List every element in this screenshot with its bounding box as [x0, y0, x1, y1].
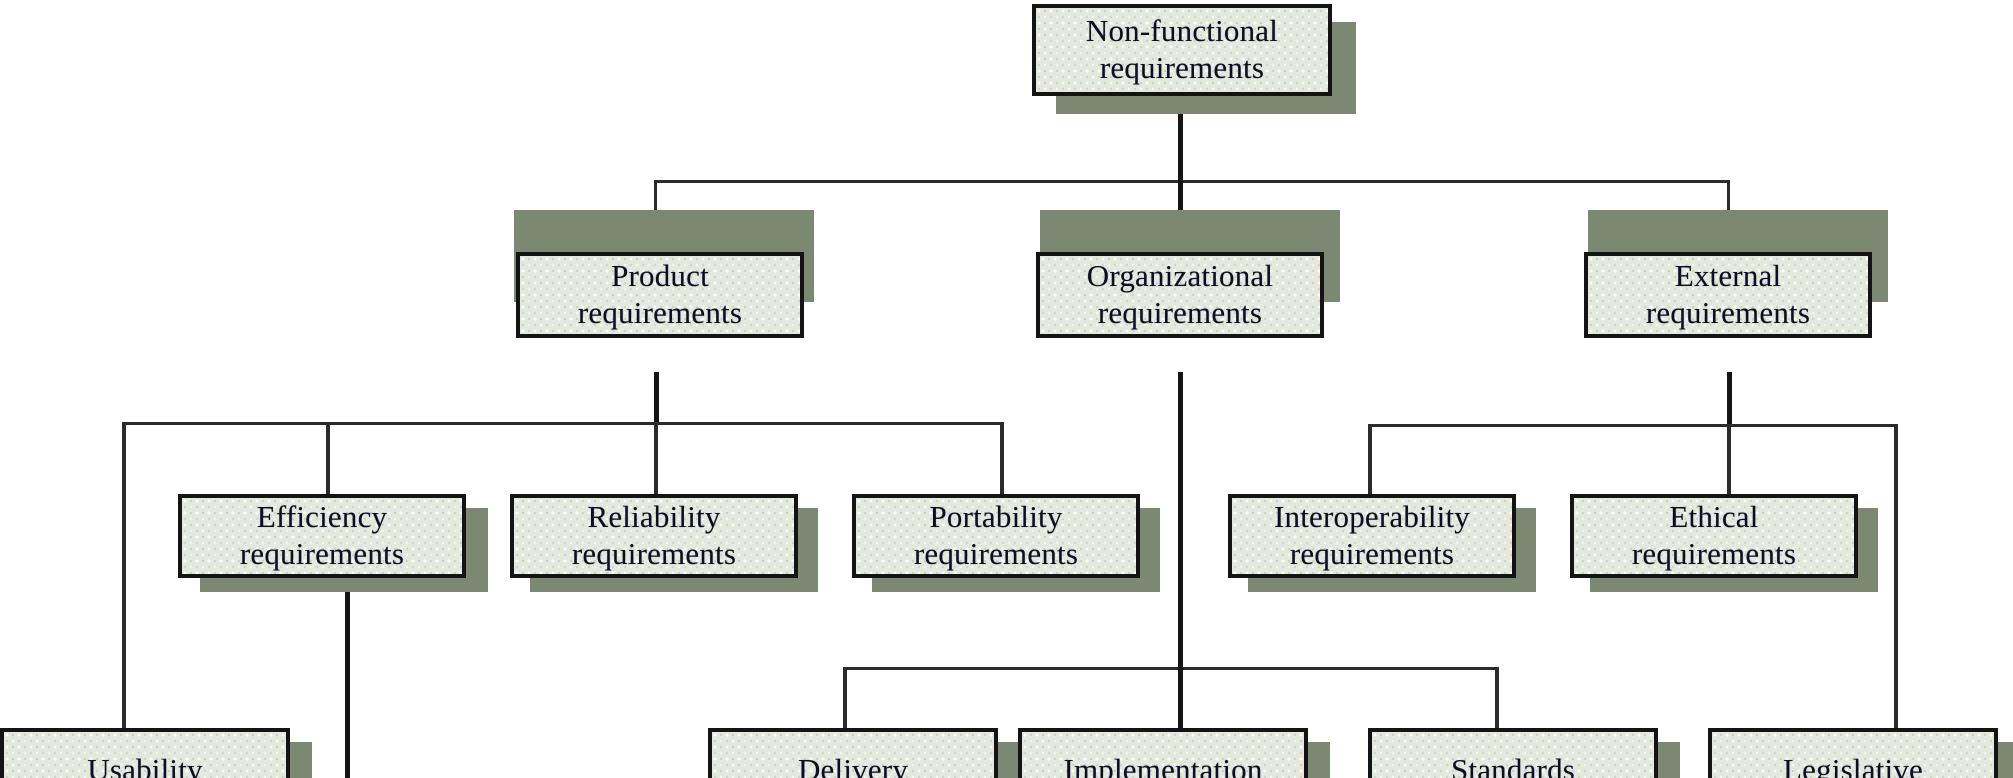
edge-product-to-usability — [122, 422, 126, 728]
node-label-line2: requirements — [1631, 536, 1797, 571]
edge-external-stem — [1727, 372, 1732, 427]
edge-organizational-stem — [1178, 372, 1183, 670]
node-label-line1: Reliability — [587, 499, 721, 535]
node-label-line1: Ethical — [1669, 499, 1759, 535]
edge-product-to-efficiency — [326, 422, 330, 496]
node-efficiency-requirements[interactable]: Efficiency requirements — [178, 494, 466, 578]
node-label-line2: requirements — [571, 536, 737, 571]
node-external-requirements[interactable]: External requirements — [1584, 252, 1872, 338]
node-label-line2: requirements — [1097, 295, 1263, 330]
node-product-requirements[interactable]: Product requirements — [516, 252, 804, 338]
node-ethical-requirements[interactable]: Ethical requirements — [1570, 494, 1858, 578]
node-label-line1: External — [1674, 258, 1782, 294]
edge-organizational-to-delivery — [843, 667, 847, 728]
node-organizational-requirements[interactable]: Organizational requirements — [1036, 252, 1324, 338]
edge-efficiency-stem — [345, 590, 350, 778]
node-delivery[interactable]: Delivery — [708, 728, 998, 778]
node-label-line1: Non-functional — [1085, 13, 1279, 49]
edge-product-bus — [122, 422, 1004, 425]
edge-organizational-to-standards — [1495, 667, 1499, 728]
edge-level2-bus — [654, 180, 1730, 183]
node-label-line1: Portability — [929, 499, 1063, 535]
node-label-line2: requirements — [1645, 295, 1811, 330]
node-legislative[interactable]: Legislative — [1708, 728, 1998, 778]
node-label-line1: Implementation — [1063, 751, 1263, 778]
node-label-line1: Standards — [1450, 751, 1576, 778]
edge-product-to-portability — [1000, 422, 1004, 496]
edge-root-stem — [1178, 90, 1183, 182]
node-label-line1: Usability — [87, 751, 203, 778]
node-label-line1: Legislative — [1783, 751, 1923, 778]
node-interoperability-requirements[interactable]: Interoperability requirements — [1228, 494, 1516, 578]
node-portability-requirements[interactable]: Portability requirements — [852, 494, 1140, 578]
node-label-line2: requirements — [239, 536, 405, 571]
node-label-line2: requirements — [1289, 536, 1455, 571]
node-label-line2: requirements — [577, 295, 743, 330]
edge-external-to-ethical — [1727, 424, 1731, 496]
edge-product-to-reliability — [654, 422, 658, 496]
node-usability[interactable]: Usability — [0, 728, 290, 778]
edge-product-stem — [654, 372, 659, 425]
node-non-functional-requirements[interactable]: Non-functional requirements — [1032, 4, 1332, 96]
node-label-line1: Organizational — [1086, 258, 1274, 294]
node-standards[interactable]: Standards — [1368, 728, 1658, 778]
edge-organizational-bus — [843, 667, 1499, 670]
node-label-line1: Delivery — [797, 751, 909, 778]
node-label-line2: requirements — [913, 536, 1079, 571]
edge-external-bus — [1368, 424, 1898, 427]
node-reliability-requirements[interactable]: Reliability requirements — [510, 494, 798, 578]
node-label-line2: requirements — [1099, 50, 1265, 85]
node-label-line1: Interoperability — [1273, 499, 1470, 535]
node-label-line1: Product — [611, 258, 709, 294]
edge-organizational-to-implementation — [1178, 667, 1183, 728]
node-label-line1: Efficiency — [256, 499, 388, 535]
edge-external-to-legislative — [1894, 424, 1898, 728]
edge-external-to-interoperability — [1368, 424, 1372, 496]
node-implementation[interactable]: Implementation — [1018, 728, 1308, 778]
